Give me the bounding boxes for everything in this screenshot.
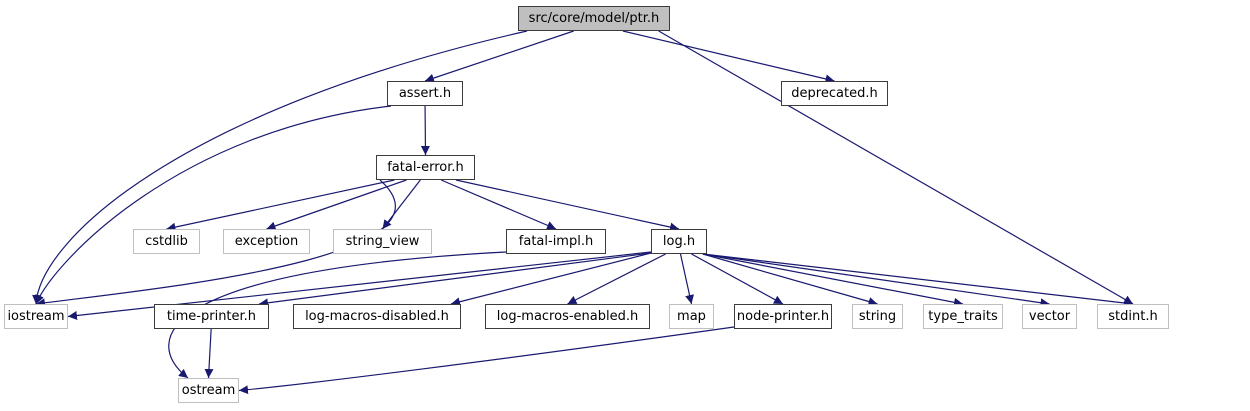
node-time-printer-h[interactable]: time-printer.h: [154, 304, 269, 329]
edge-ptr-to-assert: [424, 30, 574, 83]
node-log-macros-enabled-h[interactable]: log-macros-enabled.h: [485, 304, 650, 329]
node-node-printer-h[interactable]: node-printer.h: [734, 304, 832, 329]
node-ostream: ostream: [178, 378, 239, 403]
edge-ptr-to-iostream: [32, 30, 528, 305]
node-label: ostream: [181, 383, 236, 398]
edge-fatal-error-to-fatal-impl: [440, 179, 557, 230]
node-map: map: [669, 304, 714, 329]
node-deprecated-h[interactable]: deprecated.h: [781, 81, 888, 106]
node-cstdlib: cstdlib: [133, 229, 200, 254]
node-label: type_traits: [928, 309, 998, 324]
node-label: cstdlib: [145, 234, 188, 249]
edge-fatal-error-to-cstdlib: [166, 179, 395, 232]
edge-fatal-error-to-string-view: [382, 179, 421, 230]
edge-time-printer-to-ostream: [204, 328, 214, 379]
node-label: node-printer.h: [736, 309, 830, 324]
node-ptr-h: src/core/model/ptr.h: [518, 6, 670, 31]
edge-fatal-error-to-iostream: [35, 179, 396, 308]
node-assert-h[interactable]: assert.h: [387, 81, 463, 106]
node-stdint-h: stdint.h: [1097, 304, 1169, 329]
edge-log-to-log-macros-disabled: [450, 252, 652, 307]
node-label: string_view: [345, 234, 420, 249]
node-log-h[interactable]: log.h: [651, 229, 707, 254]
node-label: vector: [1028, 309, 1071, 324]
node-label: deprecated.h: [791, 86, 878, 101]
node-label: string: [858, 309, 897, 324]
node-log-macros-disabled-h[interactable]: log-macros-disabled.h: [293, 304, 461, 329]
node-label: assert.h: [398, 86, 452, 101]
node-label: fatal-impl.h: [518, 234, 594, 249]
edge-fatal-error-to-log: [455, 179, 680, 232]
edge-log-to-map: [679, 253, 694, 305]
node-fatal-error-h[interactable]: fatal-error.h: [376, 155, 475, 180]
node-iostream: iostream: [4, 304, 68, 329]
edge-assert-to-iostream: [35, 105, 392, 305]
node-exception: exception: [223, 229, 310, 254]
edge-log-to-time-printer: [258, 252, 652, 308]
node-label: exception: [234, 234, 299, 249]
node-fatal-impl-h[interactable]: fatal-impl.h: [506, 229, 606, 254]
edge-ptr-to-deprecated: [622, 30, 835, 84]
node-vector: vector: [1022, 304, 1077, 329]
edge-fatal-error-to-exception: [266, 179, 407, 231]
edge-log-to-type-traits: [702, 253, 964, 307]
node-label: map: [677, 309, 706, 324]
node-label: log.h: [662, 234, 696, 249]
node-label: fatal-error.h: [387, 160, 464, 175]
edge-log-to-string: [702, 253, 878, 306]
edge-ptr-to-stdint: [658, 30, 1134, 305]
node-string-view: string_view: [333, 229, 432, 254]
node-type-traits: type_traits: [923, 304, 1003, 329]
node-label: src/core/model/ptr.h: [528, 11, 660, 26]
node-label: iostream: [7, 309, 65, 324]
edge-log-to-stdint: [702, 253, 1134, 308]
node-string: string: [852, 304, 903, 329]
edge-log-to-vector: [702, 253, 1050, 308]
node-label: time-printer.h: [166, 309, 257, 324]
node-label: stdint.h: [1108, 309, 1158, 324]
edge-log-to-node-printer: [691, 253, 784, 305]
edge-log-to-log-macros-enabled: [567, 253, 666, 305]
node-label: log-macros-enabled.h: [496, 309, 639, 324]
edge-node-printer-to-ostream: [238, 326, 735, 395]
node-label: log-macros-disabled.h: [305, 309, 449, 324]
